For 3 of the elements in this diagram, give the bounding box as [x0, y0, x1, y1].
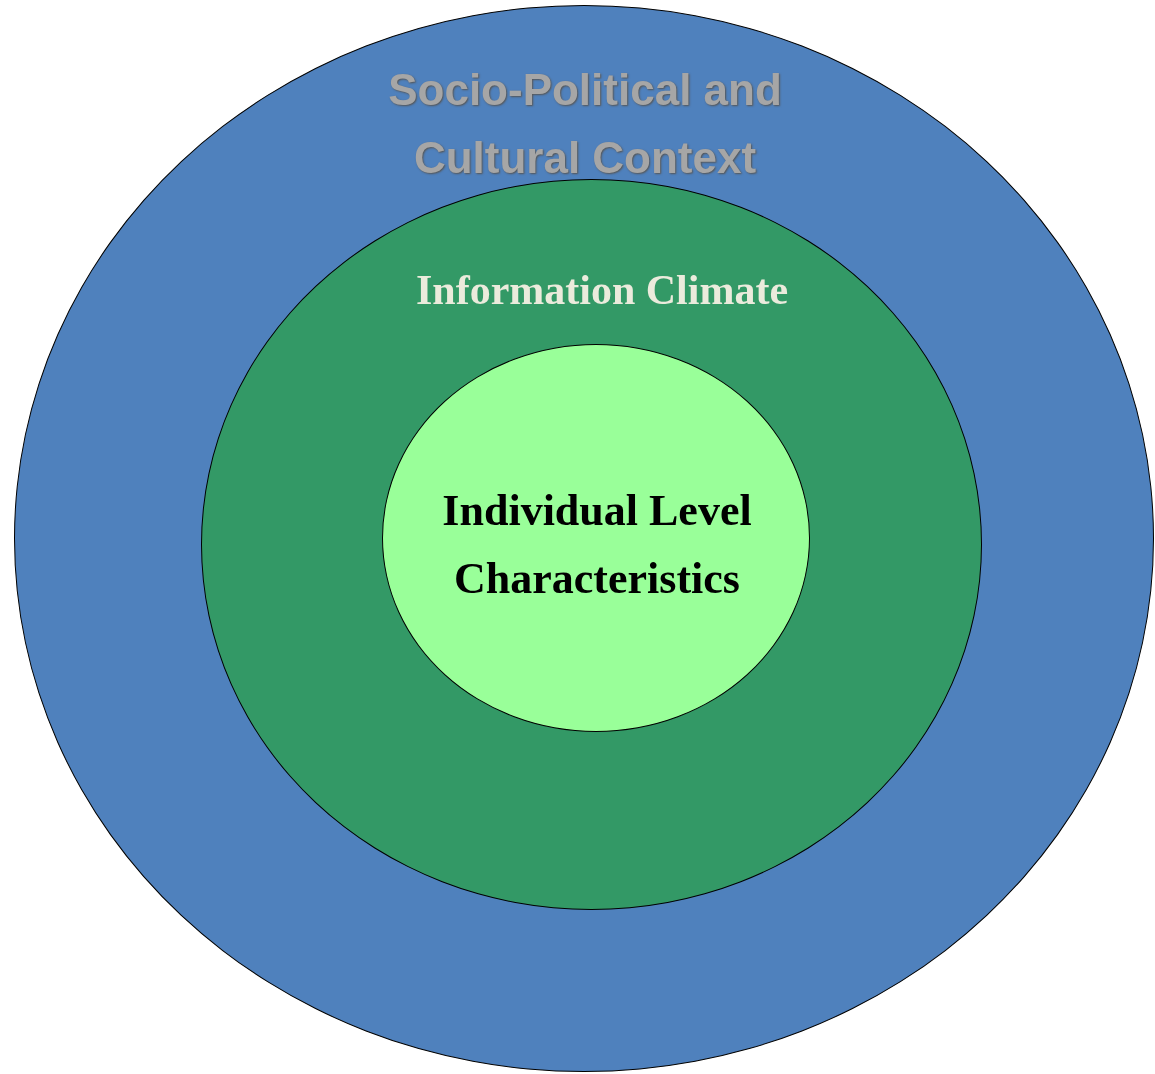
context-title: Socio-Political and Cultural Context: [387, 64, 783, 185]
climate-title: Information Climate: [414, 266, 790, 315]
individual-title: Individual Level Characteristics: [441, 485, 753, 606]
